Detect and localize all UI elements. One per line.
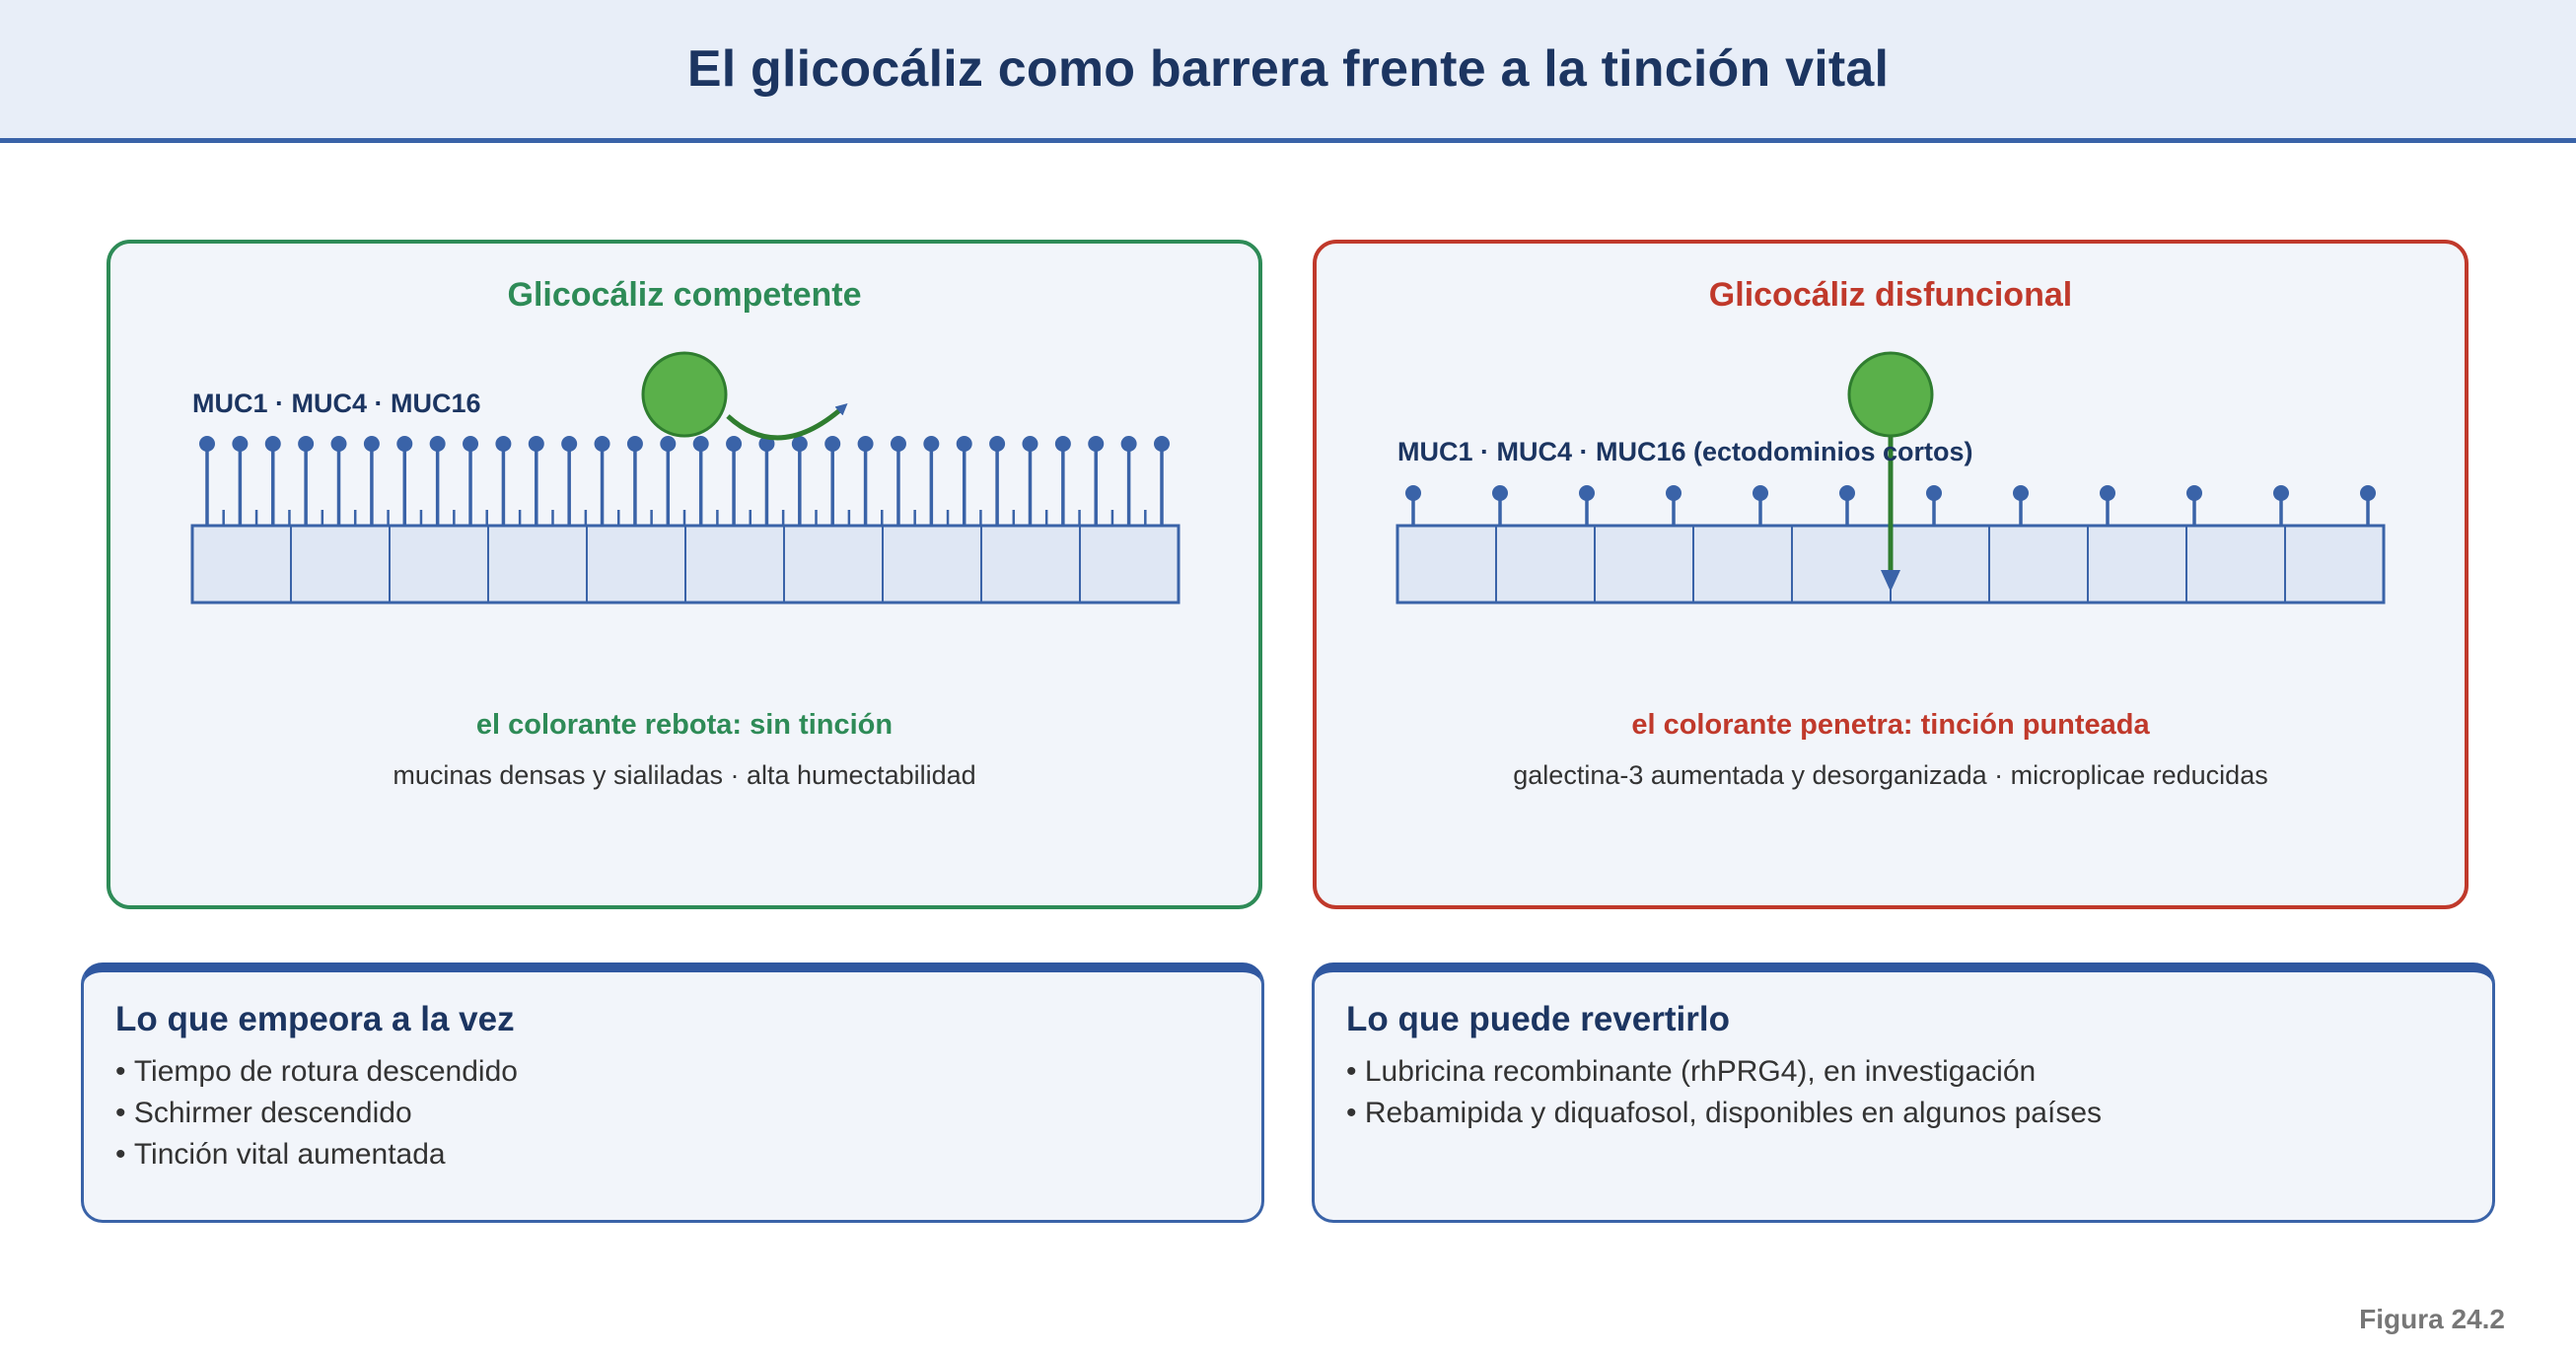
- mucin-head: [626, 436, 643, 452]
- mucin-head: [2186, 485, 2202, 501]
- note-reverses: Lo que puede revertirlo Lubricina recomb…: [1312, 962, 2495, 1223]
- mucin-head: [1054, 436, 1071, 452]
- dye-particle-bouncing: [641, 351, 848, 441]
- panel-competent: Glicocáliz competente MUC1 · MUC4 · MUC1…: [107, 240, 1262, 909]
- mucin-head: [495, 436, 512, 452]
- mucin-layer-dense: [199, 436, 1170, 526]
- mucin-head: [1579, 485, 1595, 501]
- dye-particle-penetrating: [1847, 351, 1934, 592]
- note-worsens-list: Tiempo de rotura descendido Schirmer des…: [115, 1051, 1230, 1176]
- list-item: Lubricina recombinante (rhPRG4), en inve…: [1346, 1051, 2461, 1093]
- mucin-head: [298, 436, 315, 452]
- epithelial-cell-row-competent: [190, 524, 1181, 605]
- panel-competent-mucin-label: MUC1 · MUC4 · MUC16: [192, 389, 481, 418]
- penetrate-arrowhead: [1881, 570, 1900, 592]
- list-item: Tiempo de rotura descendido: [115, 1051, 1230, 1093]
- list-item: Tinción vital aumentada: [115, 1134, 1230, 1176]
- mucin-head: [660, 436, 677, 452]
- mucin-head: [1405, 485, 1421, 501]
- mucin-head: [1120, 436, 1137, 452]
- mucin-head: [429, 436, 446, 452]
- mucin-head: [232, 436, 249, 452]
- mucin-head: [2360, 485, 2376, 501]
- list-item: Schirmer descendido: [115, 1093, 1230, 1134]
- mucin-head: [1022, 436, 1038, 452]
- mucin-head: [330, 436, 347, 452]
- mucin-head: [1154, 436, 1170, 452]
- panel-dysfunctional: Glicocáliz disfuncional MUC1 · MUC4 · MU…: [1313, 240, 2469, 909]
- mucin-head: [1926, 485, 1942, 501]
- panel-competent-detail: mucinas densas y sialiladas · alta humec…: [393, 760, 975, 790]
- mucin-head: [1839, 485, 1855, 501]
- mucin-head: [2100, 485, 2115, 501]
- mucin-head: [791, 436, 808, 452]
- panel-competent-title: Glicocáliz competente: [508, 276, 862, 314]
- note-worsens-title: Lo que empeora a la vez: [115, 1000, 515, 1038]
- header-bar: El glicocáliz como barrera frente a la t…: [0, 0, 2576, 143]
- mucin-head: [199, 436, 215, 452]
- mucin-head: [857, 436, 874, 452]
- mucin-head: [1492, 485, 1508, 501]
- page-title: El glicocáliz como barrera frente a la t…: [686, 40, 1890, 98]
- mucin-head: [396, 436, 413, 452]
- mucin-head: [1088, 436, 1105, 452]
- mucin-head: [1753, 485, 1768, 501]
- mucin-head: [692, 436, 709, 452]
- mucin-head: [2273, 485, 2289, 501]
- note-worsens: Lo que empeora a la vez Tiempo de rotura…: [81, 962, 1264, 1223]
- mucin-head: [594, 436, 610, 452]
- dye-particle: [1847, 351, 1934, 438]
- list-item: Rebamipida y diquafosol, disponibles en …: [1346, 1093, 2461, 1134]
- panel-dysfunctional-title: Glicocáliz disfuncional: [1709, 276, 2072, 314]
- dye-particle: [641, 351, 728, 438]
- mucin-head: [824, 436, 841, 452]
- mucin-head: [890, 436, 906, 452]
- note-reverses-title: Lo que puede revertirlo: [1346, 1000, 1730, 1038]
- panel-dysfunctional-result: el colorante penetra: tinción punteada: [1631, 709, 2150, 741]
- mucin-head: [956, 436, 972, 452]
- mucin-head: [1666, 485, 1682, 501]
- mucin-head: [2013, 485, 2029, 501]
- mucin-head: [561, 436, 578, 452]
- mucin-head: [463, 436, 479, 452]
- mucin-head: [264, 436, 281, 452]
- panel-dysfunctional-detail: galectina-3 aumentada y desorganizada · …: [1513, 760, 2267, 790]
- mucin-head: [528, 436, 544, 452]
- figure-label: Figura 24.2: [2359, 1304, 2505, 1334]
- mucin-head: [923, 436, 940, 452]
- mucin-head: [726, 436, 743, 452]
- mucin-head: [989, 436, 1006, 452]
- mucin-head: [363, 436, 380, 452]
- note-reverses-list: Lubricina recombinante (rhPRG4), en inve…: [1346, 1051, 2461, 1134]
- panel-competent-result: el colorante rebota: sin tinción: [476, 709, 893, 741]
- panel-dysfunctional-mucin-label: MUC1 · MUC4 · MUC16 (ectodominios cortos…: [1397, 437, 1973, 466]
- bounce-arrow: [726, 403, 848, 441]
- mucin-layer-sparse: [1405, 485, 2376, 526]
